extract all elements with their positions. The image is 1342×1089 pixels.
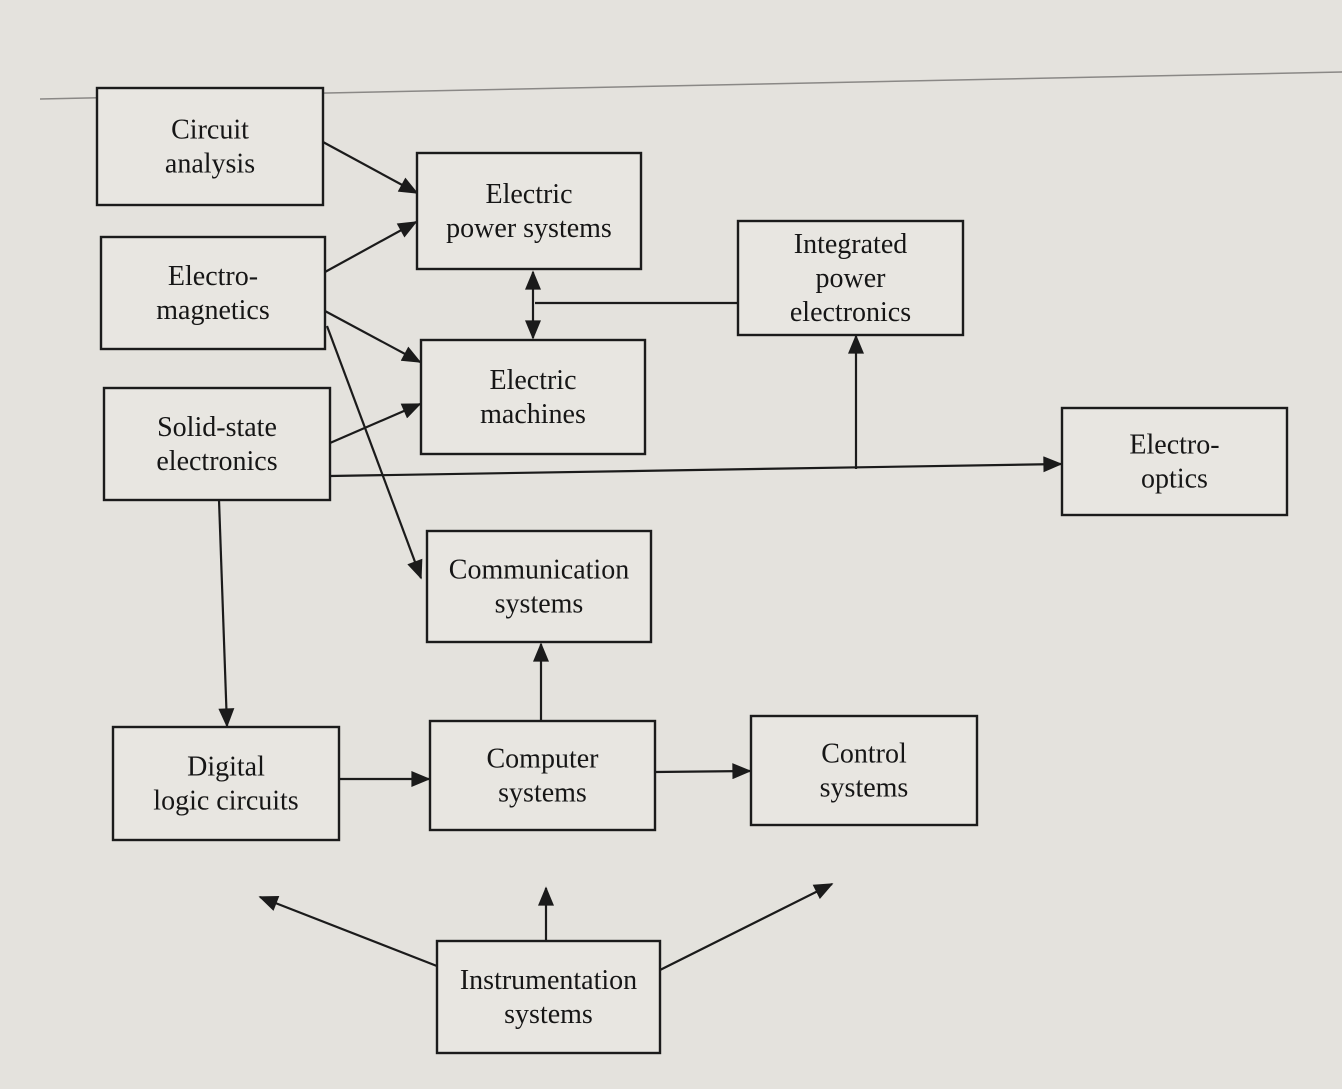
- node-box-ipe: [736, 219, 965, 337]
- node-label-ipe-line-2: electronics: [790, 297, 911, 328]
- node-optics: Electro-optics: [1060, 406, 1289, 517]
- node-box-comm: [425, 529, 653, 644]
- node-label-optics-line-1: optics: [1141, 464, 1208, 495]
- arrow-em-to-power: [324, 221, 418, 273]
- arrow-circuit-to-power: [322, 141, 419, 194]
- node-label-power-line-1: power systems: [446, 213, 612, 244]
- node-label-ipe-line-1: power: [816, 263, 887, 294]
- node-em: Electro-magnetics: [99, 235, 327, 351]
- node-label-solid-line-1: electronics: [156, 446, 277, 477]
- node-label-control-line-1: systems: [820, 773, 909, 804]
- node-label-optics-line-0: Electro-: [1129, 430, 1219, 461]
- node-label-instr-line-0: Instrumentation: [460, 965, 637, 996]
- node-box-optics: [1060, 406, 1289, 517]
- arrow-em-to-machines: [324, 310, 422, 363]
- node-box-em: [99, 235, 327, 351]
- arrow-instr-to-control: [659, 883, 834, 971]
- arrow-computer-to-control: [654, 763, 752, 780]
- node-label-instr-line-1: systems: [504, 999, 593, 1030]
- arrow-em-to-comm: [325, 325, 423, 580]
- node-label-computer-line-0: Computer: [487, 744, 600, 775]
- node-box-control: [749, 714, 979, 827]
- arrow-solid-to-machines: [329, 402, 422, 445]
- node-box-instr: [435, 939, 662, 1055]
- node-label-control-line-0: Control: [821, 739, 907, 770]
- node-label-em-line-1: magnetics: [156, 295, 270, 326]
- arrow-instr-to-digital: [258, 895, 443, 970]
- node-label-em-line-0: Electro-: [168, 261, 258, 292]
- arrow-solid-to-digital: [217, 499, 235, 728]
- node-label-digital-line-1: logic circuits: [153, 786, 298, 817]
- node-box-solid: [102, 386, 332, 502]
- node-label-machines-line-0: Electric: [489, 365, 576, 396]
- node-box-power: [415, 151, 643, 271]
- node-label-comm-line-0: Communication: [449, 555, 629, 586]
- node-label-comm-line-1: systems: [495, 589, 584, 620]
- node-box-computer: [428, 719, 657, 832]
- arrow-solid-to-optics: [329, 456, 1063, 478]
- node-box-machines: [419, 338, 647, 456]
- node-label-circuit-line-1: analysis: [165, 149, 255, 180]
- edges: [217, 141, 1063, 971]
- node-label-circuit-line-0: Circuit: [171, 115, 249, 146]
- node-label-machines-line-1: machines: [480, 399, 586, 430]
- node-label-ipe-line-0: Integrated: [794, 229, 908, 260]
- node-box-digital: [111, 725, 341, 842]
- node-label-digital-line-0: Digital: [187, 752, 265, 783]
- node-label-solid-line-0: Solid-state: [157, 412, 277, 443]
- node-label-computer-line-1: systems: [498, 778, 587, 809]
- node-label-power-line-0: Electric: [485, 179, 572, 210]
- node-box-circuit: [95, 86, 325, 207]
